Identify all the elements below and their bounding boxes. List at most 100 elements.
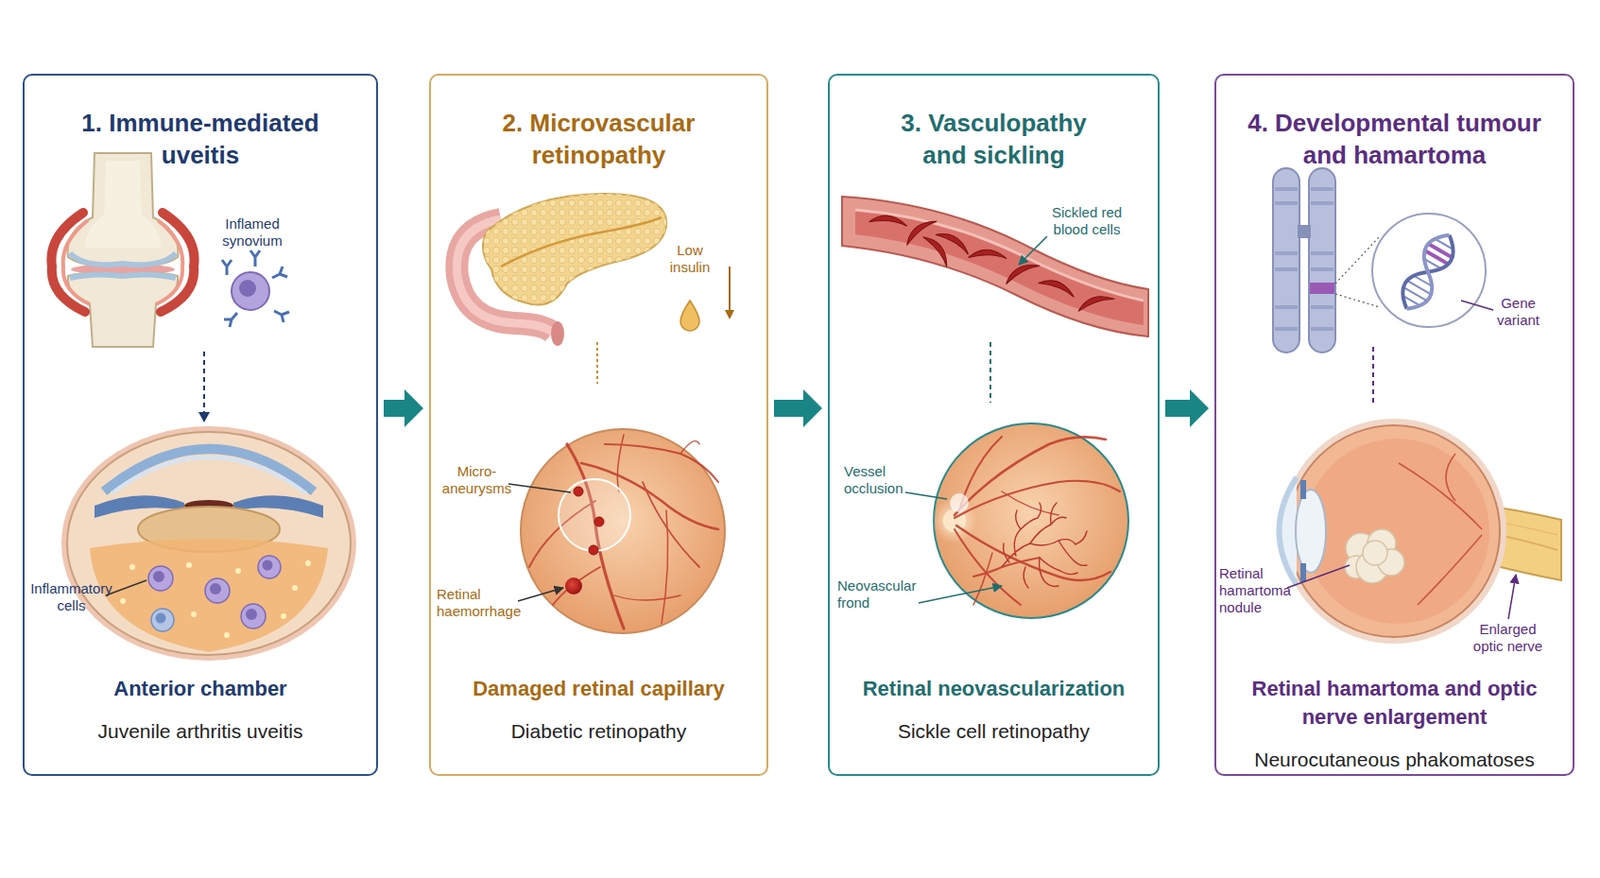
panel-footer: Retinal neovascularizationSickle cell re… xyxy=(829,674,1158,745)
eye-anterior-chamber-part xyxy=(155,613,167,624)
chromosome-part-part xyxy=(1310,251,1334,256)
eye-anterior-chamber-part xyxy=(94,495,185,518)
panel-box: 1. Immune-mediated uveitisAnterior chamb… xyxy=(22,73,379,776)
eye-hamartoma-part xyxy=(1295,489,1326,573)
fundus-diabetic xyxy=(520,429,725,634)
flow-arrow xyxy=(774,389,823,428)
eye-hamartoma-part xyxy=(1288,425,1500,637)
fundus-diabetic-part xyxy=(573,486,584,497)
eye-anterior-chamber-part xyxy=(120,598,126,604)
connector-head xyxy=(198,412,210,423)
chromosome-part-part xyxy=(1274,267,1298,272)
flow-arrow xyxy=(1165,389,1209,428)
dna-helix-part-part xyxy=(1394,227,1463,316)
eye-hamartoma-part xyxy=(1300,563,1307,583)
chromosome-part-part xyxy=(1310,187,1334,191)
chromosome-part-part xyxy=(1310,326,1334,331)
leader-line xyxy=(508,483,571,493)
leader-line xyxy=(1508,574,1516,620)
eye-anterior-chamber-part xyxy=(64,429,354,658)
eye-anterior-chamber-part xyxy=(153,570,165,583)
eye-anterior-chamber-part xyxy=(258,555,281,579)
eye-anterior-chamber-part xyxy=(103,448,314,492)
blood-vessel-part-part xyxy=(1076,293,1116,312)
eye-anterior-chamber-part xyxy=(280,613,287,620)
fundus-sickle-part-part xyxy=(954,436,1106,516)
callout-label: Neovascular frond xyxy=(837,577,932,612)
knee-joint-part xyxy=(70,263,175,276)
connector-dashed xyxy=(203,351,206,414)
knee-joint-part xyxy=(155,220,183,305)
callout-label: Enlarged optic nerve xyxy=(1462,620,1553,655)
panel-subtitle: Damaged retinal capillary xyxy=(447,674,751,704)
fundus-diabetic-part xyxy=(558,479,631,551)
eye-anterior-chamber-part xyxy=(186,562,192,568)
panel-title: 1. Immune-mediated uveitis xyxy=(63,106,338,172)
eye-hamartoma-part-part xyxy=(1367,529,1396,558)
eye-hamartoma-part-part xyxy=(1345,533,1377,564)
eye-hamartoma-part xyxy=(1344,529,1405,584)
eye-hamartoma-part xyxy=(1284,421,1504,641)
fundus-sickle-part-part xyxy=(973,557,1040,577)
callout-label: Retinal haemorrhage xyxy=(436,585,532,620)
knee-joint-part xyxy=(69,274,176,278)
chromosome-part xyxy=(1308,168,1336,353)
blood-vessel xyxy=(842,196,1149,337)
eye-anterior-chamber-part xyxy=(67,431,351,655)
connector-dashed xyxy=(989,342,992,403)
eye-hamartoma-part-part xyxy=(1377,549,1405,576)
fundus-diabetic-part-part xyxy=(642,481,700,568)
callout-label: Inflamed synovium xyxy=(205,215,300,250)
eye-hamartoma-part-part xyxy=(1356,550,1389,584)
panel-subtitle: Retinal neovascularization xyxy=(843,674,1146,704)
immune-cell-part xyxy=(272,266,288,278)
pancreas-part xyxy=(456,219,553,333)
knee-joint-part xyxy=(68,272,178,347)
fundus-diabetic-part xyxy=(520,429,725,634)
fundus-sickle-part xyxy=(954,436,1120,605)
eye-anterior-chamber-part xyxy=(292,584,298,591)
callout-label: Inflammatory cells xyxy=(26,580,117,615)
eye-anterior-chamber-part xyxy=(148,566,173,591)
blood-vessel-part-part xyxy=(1038,273,1078,302)
fundus-diabetic-part-part xyxy=(529,500,596,568)
dna-helix-part-part xyxy=(1399,237,1456,308)
fundus-sickle-part xyxy=(931,498,978,544)
fundus-sickle-part xyxy=(949,493,969,513)
fundus-diabetic-part-part xyxy=(604,444,719,482)
fundus-diabetic-part-part xyxy=(661,510,669,624)
dna-helix-part-part xyxy=(1428,243,1452,258)
panel-title: 3. Vasculopathy and sickling xyxy=(880,106,1108,172)
immune-cell-part xyxy=(231,272,270,310)
dna-helix xyxy=(1372,213,1486,327)
fundus-diabetic-part-part xyxy=(567,444,624,629)
dna-helix-part-part-part xyxy=(1404,296,1420,306)
pancreas-part xyxy=(550,321,565,346)
blood-vessel-part-part xyxy=(869,210,910,232)
eye-hamartoma-part-part xyxy=(1362,540,1388,566)
eye-anterior-chamber-part xyxy=(190,611,197,618)
eye-anterior-chamber-part xyxy=(235,567,241,574)
panel-subtitle: Anterior chamber xyxy=(49,674,352,704)
fundus-sickle-part-part xyxy=(956,525,1111,581)
immune-cell-part xyxy=(222,259,232,276)
eye-hamartoma-part xyxy=(1279,477,1298,585)
eye-anterior-chamber-part xyxy=(129,564,136,570)
eye-hamartoma-part xyxy=(1497,534,1558,551)
blood-vessel-part-part xyxy=(923,231,952,271)
chromosome-part xyxy=(1273,168,1300,353)
eye-anterior-chamber-part xyxy=(305,560,311,567)
eye-hamartoma-part xyxy=(1398,453,1482,605)
immune-cell-part xyxy=(223,312,238,327)
immune-cell-part xyxy=(250,250,260,267)
leader-line xyxy=(905,492,947,499)
knee-joint-part xyxy=(85,160,161,248)
chromosome-part xyxy=(1297,224,1311,239)
immune-cell-part xyxy=(239,279,257,297)
eye-hamartoma-part xyxy=(1300,480,1307,499)
fundus-sickle-part-part xyxy=(954,529,1021,605)
